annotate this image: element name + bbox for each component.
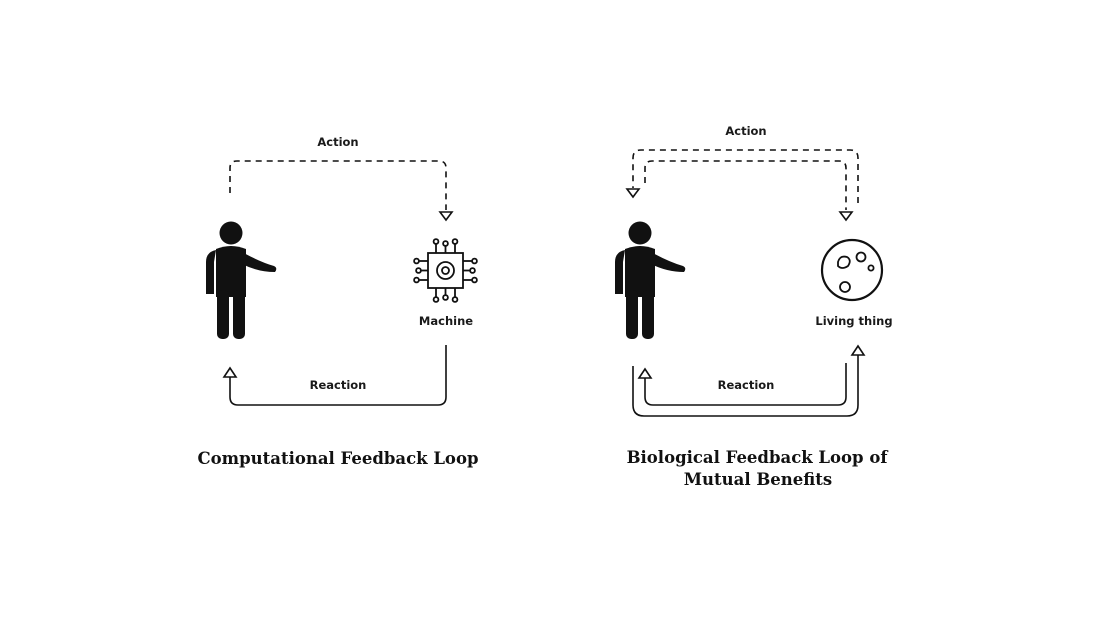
petri-dish-cells-icon — [820, 238, 884, 302]
action-arrow — [229, 160, 447, 210]
reaction-arrowhead — [222, 366, 238, 378]
computational-feedback-loop: Action — [198, 135, 479, 468]
reaction-arrowhead-living-thing — [850, 344, 866, 356]
person-pointing-icon — [615, 221, 686, 339]
machine-label: Machine — [419, 314, 473, 328]
caption: Computational Feedback Loop — [198, 449, 479, 468]
microchip-icon — [413, 238, 478, 303]
action-arrow-outer — [632, 149, 859, 203]
living-thing-label: Living thing — [815, 314, 892, 328]
reaction-arrow-outer — [632, 355, 859, 417]
action-arrow-inner — [644, 160, 847, 210]
person-pointing-icon — [206, 221, 277, 339]
biological-feedback-loop: Action Living thing Reaction Biological … — [615, 124, 893, 489]
action-label: Action — [317, 135, 358, 149]
action-arrowhead-living-thing — [838, 211, 854, 222]
reaction-arrow-inner — [644, 363, 847, 406]
reaction-label: Reaction — [310, 378, 367, 392]
action-label: Action — [725, 124, 766, 138]
action-arrowhead — [438, 211, 454, 222]
action-arrowhead-person — [625, 188, 641, 199]
reaction-label: Reaction — [718, 378, 775, 392]
caption-line-1: Biological Feedback Loop of — [627, 448, 889, 467]
caption-line-2: Mutual Benefits — [684, 470, 832, 489]
reaction-arrow — [229, 345, 447, 406]
reaction-arrowhead-person — [637, 367, 653, 379]
